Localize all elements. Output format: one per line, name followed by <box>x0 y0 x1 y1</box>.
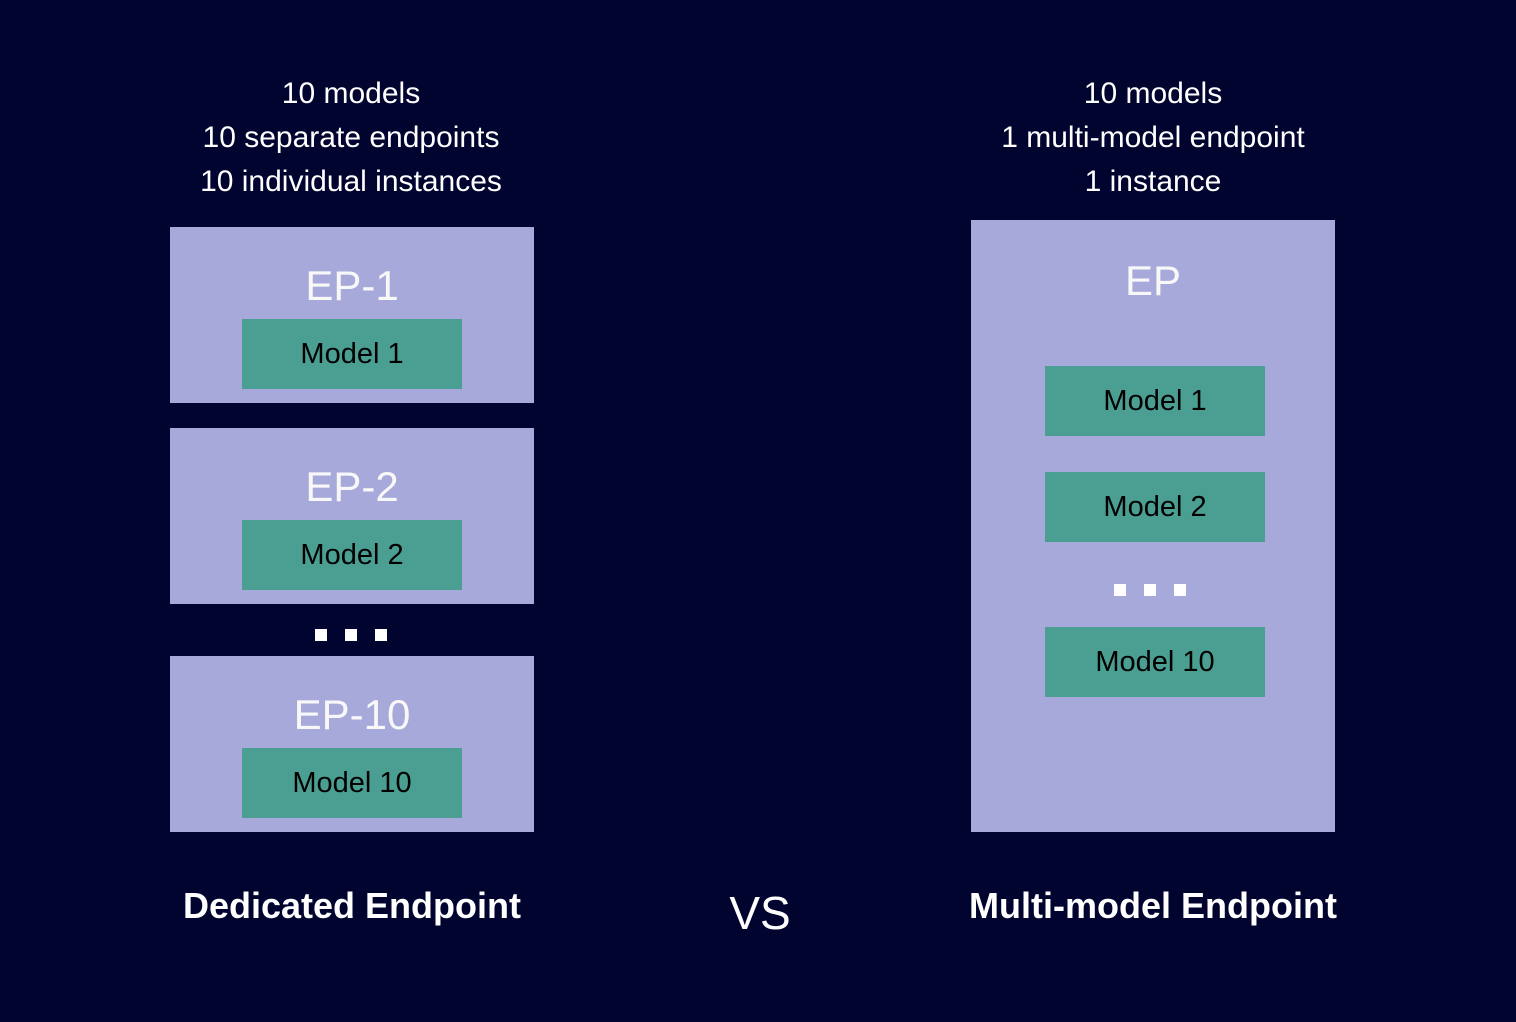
model-box: Model 1 <box>1045 366 1265 436</box>
ellipsis-dot <box>1174 584 1186 596</box>
vs-label: VS <box>729 887 791 939</box>
header-line: 10 separate endpoints <box>202 121 500 154</box>
model-box: Model 10 <box>242 748 462 818</box>
header-line: 1 multi-model endpoint <box>1001 121 1305 154</box>
left-ellipsis <box>315 629 387 641</box>
model-box: Model 2 <box>1045 472 1265 542</box>
model-box: Model 10 <box>1045 627 1265 697</box>
endpoint-title: EP-10 <box>293 691 411 738</box>
dedicated-endpoint-label: Dedicated Endpoint <box>182 885 521 926</box>
multi-model-endpoint-header: 10 models 1 multi-model endpoint 1 insta… <box>895 72 1411 204</box>
endpoint-box-ep-2: EP-2 Model 2 <box>170 428 534 604</box>
endpoint-box-ep-10: EP-10 Model 10 <box>170 656 534 832</box>
header-line: 10 individual instances <box>200 165 502 198</box>
multi-model-endpoint-label: Multi-model Endpoint <box>969 885 1337 926</box>
model-label: Model 1 <box>1103 384 1207 417</box>
model-box: Model 1 <box>242 319 462 389</box>
endpoint-title: EP-2 <box>305 463 399 510</box>
ellipsis-dot <box>375 629 387 641</box>
dedicated-endpoint-header: 10 models 10 separate endpoints 10 indiv… <box>95 72 607 204</box>
ellipsis-dot <box>1114 584 1126 596</box>
endpoint-title: EP-1 <box>305 262 399 309</box>
header-line: 1 instance <box>1084 165 1222 198</box>
model-box: Model 2 <box>242 520 462 590</box>
header-line: 10 models <box>281 77 421 110</box>
ellipsis-dot <box>1144 584 1156 596</box>
ellipsis-dot <box>315 629 327 641</box>
model-label: Model 2 <box>300 538 404 571</box>
model-label: Model 1 <box>300 337 404 370</box>
right-ellipsis <box>1114 584 1186 596</box>
model-label: Model 10 <box>292 766 412 799</box>
endpoint-title: EP <box>1124 257 1182 304</box>
header-line: 10 models <box>1083 77 1223 110</box>
endpoint-box-ep-1: EP-1 Model 1 <box>170 227 534 403</box>
model-label: Model 2 <box>1103 490 1207 523</box>
ellipsis-dot <box>345 629 357 641</box>
model-label: Model 10 <box>1095 645 1215 678</box>
endpoint-box-ep-multi: EP Model 1 Model 2 Model 10 <box>971 220 1335 832</box>
